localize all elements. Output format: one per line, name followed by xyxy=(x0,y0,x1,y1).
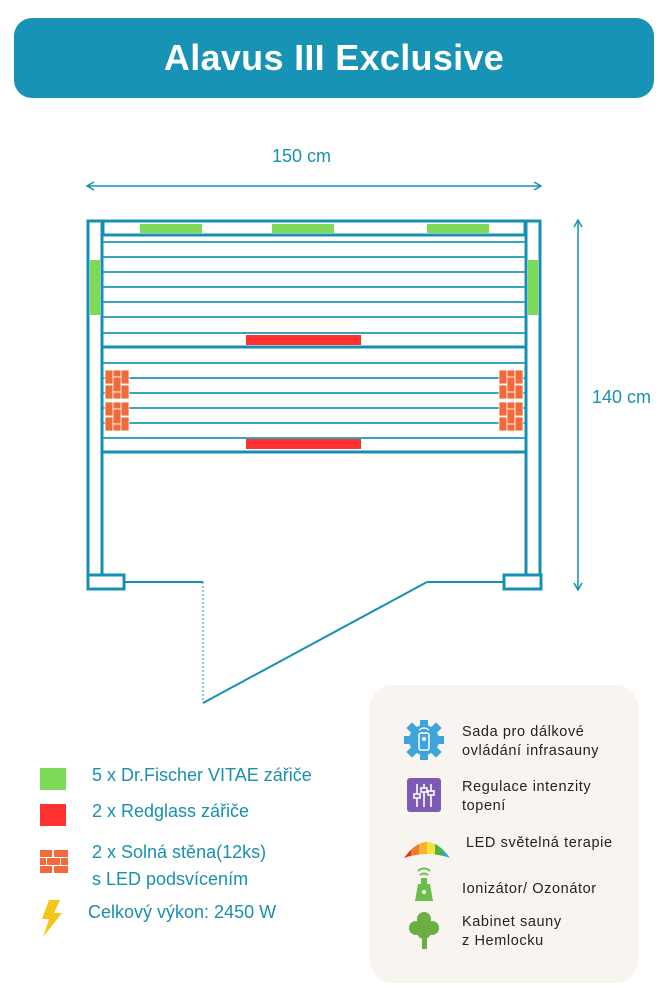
features-panel: Sada pro dálkové ovládání infrasauny Reg… xyxy=(370,685,638,983)
legend-label: 2 x Redglass zářiče xyxy=(92,801,250,821)
feature-label-line1: Regulace intenzity xyxy=(462,779,592,795)
page-title: Alavus III Exclusive xyxy=(163,37,505,78)
red-swatch xyxy=(40,804,66,826)
legend-label: 5 x Dr.Fischer VITAE zářiče xyxy=(92,765,312,785)
remote-gear-icon xyxy=(404,720,444,760)
depth-label: 140 cm xyxy=(592,387,652,407)
brick-wall-icon xyxy=(40,850,68,873)
ionizer-icon xyxy=(415,867,433,901)
feature-label: Regulace intenzity topení xyxy=(462,778,591,816)
feature-label: LED světelná terapie xyxy=(466,835,613,851)
legend-label: 2 x Solná stěna(12ks) s LED podsvícením xyxy=(92,839,266,893)
vitae-heaters xyxy=(90,224,538,315)
legend-label: Celkový výkon: 2450 W xyxy=(88,902,277,922)
feature-label: Ionizátor/ Ozonátor xyxy=(462,881,597,897)
sliders-icon xyxy=(407,778,441,812)
rainbow-icon xyxy=(404,842,450,858)
depth-arrow xyxy=(573,218,583,592)
feature-label-line1: Kabinet sauny xyxy=(462,914,562,930)
sauna-frame xyxy=(86,219,543,591)
feature-label: Sada pro dálkové ovládání infrasauny xyxy=(462,723,599,761)
width-arrow xyxy=(85,181,543,191)
door xyxy=(202,581,428,704)
green-swatch xyxy=(40,768,66,790)
bench-slats xyxy=(103,241,525,439)
redglass-heaters xyxy=(246,335,361,449)
feature-label-line2: ovládání infrasauny xyxy=(462,743,600,759)
feature-label: Kabinet sauny z Hemlocku xyxy=(462,913,562,951)
floor-plan xyxy=(85,181,583,704)
salt-walls xyxy=(104,369,524,432)
legend-label-line1: 2 x Solná stěna(12ks) xyxy=(92,842,267,862)
feature-label-line2: z Hemlocku xyxy=(462,933,544,949)
feature-label-line2: topení xyxy=(462,798,506,814)
title-banner: Alavus III Exclusive xyxy=(14,18,654,98)
lightning-icon xyxy=(42,900,62,937)
tree-icon xyxy=(409,912,439,949)
legend-label-line2: s LED podsvícením xyxy=(92,869,249,889)
feature-label-line1: Sada pro dálkové xyxy=(462,724,585,740)
width-label: 150 cm xyxy=(272,146,332,166)
